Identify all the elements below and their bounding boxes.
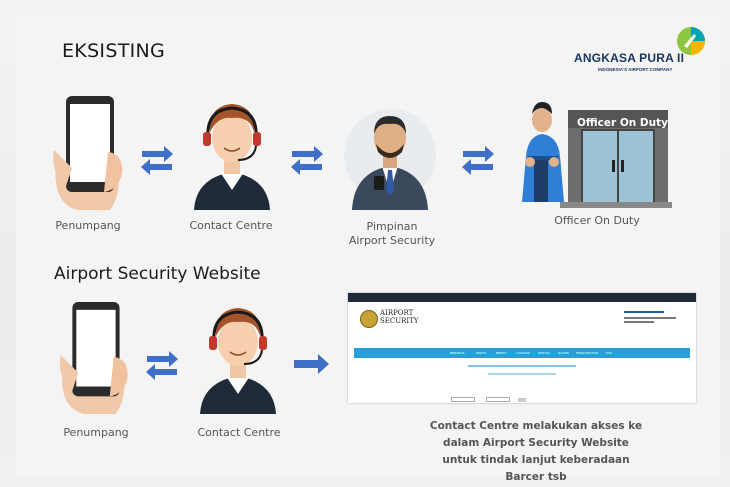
node-label-contact-centre-2: Contact Centre (197, 426, 281, 439)
website-nav-item: LAYANAN (516, 351, 530, 355)
website-nav-item: KONTAK (538, 351, 551, 355)
brand-name: ANGKASA PURA II (574, 51, 685, 65)
website-link-line (488, 373, 556, 375)
angkasa-pura-logo-icon (677, 27, 705, 55)
website-title: AIRPORT SECURITY (380, 309, 419, 325)
bidirectional-arrow-icon (291, 146, 323, 175)
website-caption: Contact Centre melakukan akses ke dalam … (429, 420, 643, 483)
security-leader-figure (344, 109, 436, 210)
website-nav-item: BERANDA (450, 351, 465, 355)
section-title-existing: EKSISTING (62, 40, 166, 62)
node-label-passenger: Penumpang (55, 219, 121, 232)
website-right-sub (624, 321, 654, 323)
website-nav-item: PENGUMUMAN (576, 351, 599, 355)
officer-on-duty-figure (522, 102, 672, 208)
contact-centre-agent-figure-2 (200, 308, 276, 414)
brand-tagline: INDONESIA'S AIRPORT COMPANY (598, 67, 673, 72)
website-right-header (624, 311, 664, 313)
passenger-phone-figure (53, 96, 123, 210)
website-logo-icon (360, 310, 378, 328)
node-label-leader-line2: Airport Security (348, 234, 436, 247)
node-label-leader-line1: Pimpinan (366, 220, 418, 233)
arrow-right-icon (294, 354, 329, 374)
section-title-website: Airport Security Website (54, 264, 261, 284)
airport-security-website-screenshot: AIRPORT SECURITY BERANDA PROFIL BERITA L… (348, 293, 696, 403)
website-nav-item: PROFIL (476, 351, 487, 355)
website-heading-line (468, 365, 576, 367)
node-label-contact-centre: Contact Centre (189, 219, 273, 232)
website-search-button (518, 397, 527, 402)
passenger-phone-figure-2 (59, 301, 128, 415)
door-sign: Officer On Duty (577, 117, 668, 129)
node-label-passenger-2: Penumpang (63, 426, 129, 439)
node-label-officer: Officer On Duty (554, 214, 640, 227)
bidirectional-arrow-icon (141, 146, 173, 175)
website-nav-item: GALERI (558, 351, 569, 355)
bidirectional-arrow-icon (462, 146, 494, 175)
website-input (451, 397, 475, 402)
website-form (448, 389, 598, 402)
website-input (486, 397, 511, 402)
website-nav-bar: BERANDA PROFIL BERITA LAYANAN KONTAK GAL… (354, 348, 690, 358)
website-nav-item: BERITA (496, 351, 507, 355)
bidirectional-arrow-icon (146, 351, 178, 380)
website-browser-bar (348, 293, 696, 302)
contact-centre-agent-figure (194, 104, 270, 210)
website-nav-item: FAQ (606, 351, 612, 355)
website-right-sub (624, 317, 676, 319)
